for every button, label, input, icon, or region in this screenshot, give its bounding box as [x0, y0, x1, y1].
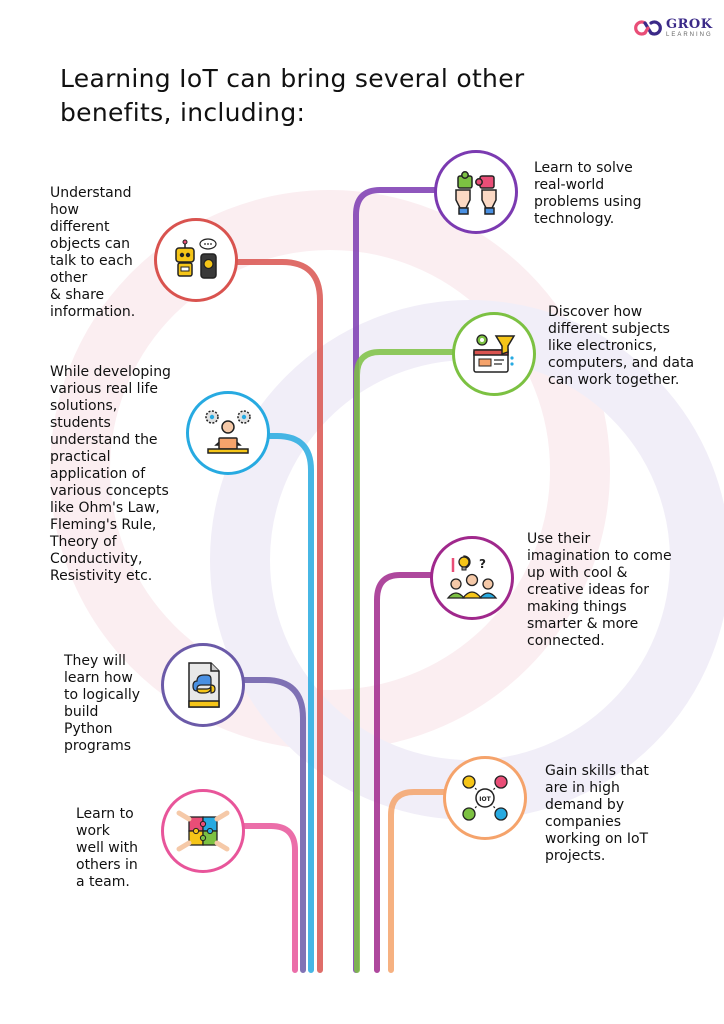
benefit-text: They will learn how to logically build P… [64, 653, 141, 754]
branch-line [374, 572, 436, 973]
branch-line [388, 789, 449, 973]
benefit-text: Understand how different objects can tal… [50, 185, 136, 320]
benefit-icon-circle [154, 218, 238, 302]
brand-tagline: LEARNING [666, 32, 713, 38]
benefit-icon-circle [452, 312, 536, 396]
benefit-icon-circle [161, 789, 245, 873]
puzzle-hands-icon [455, 171, 497, 215]
benefit-icon-circle [186, 391, 270, 475]
benefit-text: Learn to solve real-world problems using… [534, 160, 642, 227]
branch-line [265, 433, 314, 973]
svg-text:IOT: IOT [479, 796, 491, 803]
branch-line [354, 349, 458, 973]
benefit-text: Gain skills that are in high demand by c… [545, 763, 649, 864]
page-title: Learning IoT can bring several other ben… [60, 64, 525, 127]
benefit-text: Use their imagination to come up with co… [527, 531, 672, 649]
data-funnel-icon [473, 334, 516, 373]
benefit-icon-circle: ? [430, 536, 514, 620]
brand-logo: GROK LEARNING [634, 16, 713, 40]
brand-name: GROK [666, 17, 713, 32]
robot-speaker-icon [175, 238, 217, 279]
benefit-icon-circle: IOT [443, 756, 527, 840]
benefit-icon-circle [161, 643, 245, 727]
branch-line [232, 259, 323, 973]
branch-line [353, 187, 440, 973]
benefit-icon-circle [434, 150, 518, 234]
benefit-text: Learn to work well with others in a team… [76, 806, 138, 890]
python-file-icon [188, 662, 220, 708]
branch-line [241, 823, 298, 973]
svg-text:?: ? [479, 557, 486, 571]
puzzle-team-icon [176, 810, 230, 852]
branch-line [241, 677, 306, 973]
benefit-text: While developing various real life solut… [50, 364, 171, 584]
laptop-gears-icon [205, 410, 251, 454]
iot-network-icon: IOT [462, 775, 508, 821]
team-ideas-icon: ? [446, 555, 498, 599]
logo-infinity-icon [634, 20, 662, 36]
benefit-text: Discover how different subjects like ele… [548, 304, 695, 388]
